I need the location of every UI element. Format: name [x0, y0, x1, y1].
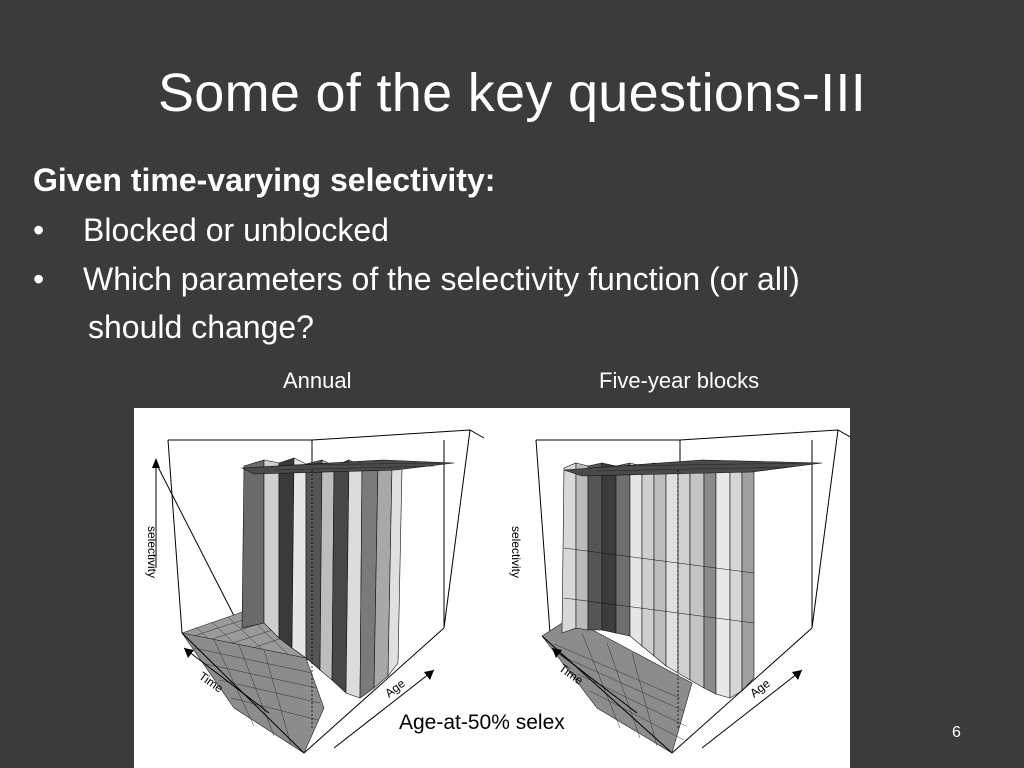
- slide-title: Some of the key questions-III: [157, 63, 867, 123]
- bullet-item-1: • Blocked or unblocked: [33, 212, 389, 249]
- annual-surface-plot: selectivity Time Age: [145, 429, 485, 754]
- annual-z-axis-label: selectivity: [145, 526, 159, 578]
- bullet-continuation: should change?: [88, 309, 314, 345]
- bullet-marker: •: [33, 212, 45, 248]
- five-year-label: Five-year blocks: [599, 368, 760, 393]
- five-year-z-axis-label: selectivity: [509, 526, 523, 578]
- figure-panel: selectivity Time Age: [134, 408, 850, 768]
- page-number: 6: [952, 724, 961, 741]
- bullet-text: Blocked or unblocked: [83, 212, 389, 248]
- bullet-marker: •: [33, 261, 45, 297]
- figure-caption: Age-at-50% selex: [399, 711, 565, 734]
- subheading: Given time-varying selectivity:: [33, 162, 496, 198]
- annual-label: Annual: [283, 368, 352, 393]
- surface-plots: selectivity Time Age: [145, 429, 850, 754]
- bullet-text: Which parameters of the selectivity func…: [83, 261, 800, 297]
- five-year-surface-plot: selectivity Time Age: [509, 429, 850, 754]
- bullet-item-2: • Which parameters of the selectivity fun…: [33, 261, 800, 298]
